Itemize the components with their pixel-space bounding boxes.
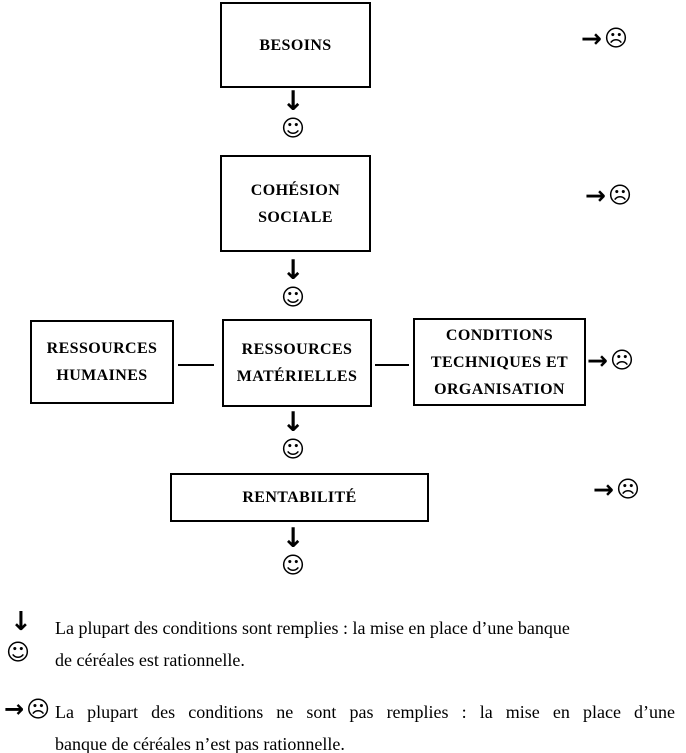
right-arrow-icon: → (587, 346, 608, 375)
smiley-icon: ☺ (281, 553, 305, 579)
frown-icon: ☹ (615, 476, 640, 503)
flow-step-ressources-to-rentabilite: ↓ ☺ (273, 409, 313, 462)
frown-icon: ☹ (603, 25, 628, 52)
box-ressources-humaines-label: RESSOURCES HUMAINES (46, 340, 158, 384)
frown-icon: ☹ (26, 696, 51, 723)
legend-negative-line-1: La plupart des conditions ne sont pas re… (55, 702, 675, 722)
down-arrow-icon: ↓ (10, 607, 32, 637)
legend-negative-text: La plupart des conditions ne sont pas re… (55, 696, 675, 753)
box-ressources-materielles: RESSOURCES MATÉRIELLES (222, 319, 372, 407)
smiley-icon: ☺ (281, 437, 305, 463)
legend-positive-text: La plupart des conditions sont remplies … (55, 612, 675, 676)
right-arrow-icon: → (581, 24, 602, 53)
negative-flag-besoins: → ☹ (581, 26, 628, 51)
box-besoins: BESOINS (220, 2, 371, 88)
down-arrow-icon: ↓ (281, 407, 305, 438)
down-arrow-icon: ↓ (281, 523, 305, 554)
smiley-icon: ☺ (281, 116, 305, 142)
box-cohesion-sociale: COHÉSION SOCIALE (220, 155, 371, 252)
legend-negative-line-2: banque de céréales n’est pas rationnelle… (55, 734, 345, 753)
negative-flag-cohesion: → ☹ (585, 183, 632, 208)
flow-step-cohesion-to-ressources: ↓ ☺ (273, 257, 313, 310)
box-cohesion-sociale-label: COHÉSION SOCIALE (250, 181, 341, 226)
box-ressources-materielles-label: RESSOURCES MATÉRIELLES (236, 341, 358, 385)
legend-positive-line-1: La plupart des conditions sont remplies … (55, 618, 570, 638)
down-arrow-icon: ↓ (281, 86, 305, 117)
smiley-icon: ☺ (6, 640, 30, 666)
flow-step-after-rentabilite: ↓ ☺ (273, 525, 313, 578)
connector-humaines-materielles (178, 364, 214, 366)
frown-icon: ☹ (607, 182, 632, 209)
negative-flag-conditions: → ☹ (587, 348, 634, 373)
box-besoins-label: BESOINS (259, 36, 332, 54)
frown-icon: ☹ (609, 347, 634, 374)
down-arrow-icon: ↓ (281, 255, 305, 286)
box-ressources-humaines: RESSOURCES HUMAINES (30, 320, 174, 404)
box-rentabilite: RENTABILITÉ (170, 473, 429, 522)
smiley-icon: ☺ (281, 285, 305, 311)
box-rentabilite-label: RENTABILITÉ (242, 489, 357, 506)
box-conditions-techniques-label: CONDITIONS TECHNIQUES ET ORGANISATION (430, 326, 569, 398)
legend-negative-icons: → ☹ (4, 697, 50, 722)
flow-step-besoins-to-cohesion: ↓ ☺ (273, 88, 313, 141)
connector-materielles-conditions (375, 364, 409, 366)
negative-flag-rentabilite: → ☹ (593, 477, 640, 502)
box-conditions-techniques: CONDITIONS TECHNIQUES ET ORGANISATION (413, 318, 586, 406)
right-arrow-icon: → (593, 475, 614, 504)
legend-positive-line-2: de céréales est rationnelle. (55, 650, 245, 670)
right-arrow-icon: → (585, 181, 606, 210)
right-arrow-icon: → (4, 695, 25, 723)
